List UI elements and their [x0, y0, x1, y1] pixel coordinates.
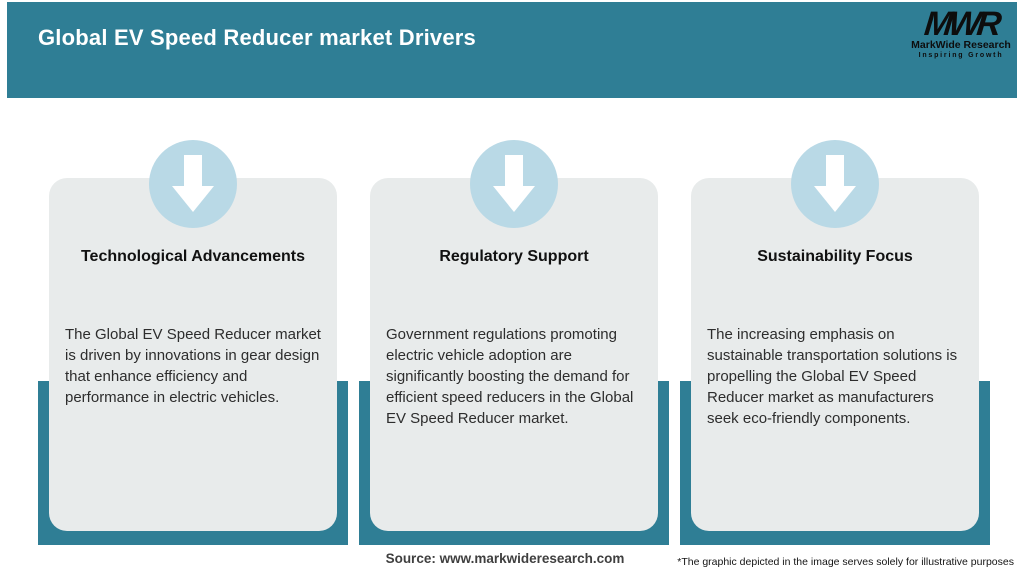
card-title: Technological Advancements [80, 248, 306, 265]
logo-tagline: Inspiring Growth [918, 52, 1004, 59]
card-panel: Technological Advancements The Global EV… [49, 140, 337, 531]
driver-card-sustainability-focus: Sustainability Focus The increasing emph… [680, 140, 990, 545]
header-banner: Global EV Speed Reducer market Drivers [7, 2, 1017, 98]
down-arrow-icon [470, 140, 558, 228]
page-title: Global EV Speed Reducer market Drivers [38, 25, 476, 50]
down-arrow-icon [791, 140, 879, 228]
disclaimer-note: *The graphic depicted in the image serve… [677, 556, 1014, 568]
card-title: Sustainability Focus [757, 248, 913, 265]
card-panel: Regulatory Support Government regulation… [370, 140, 658, 531]
card-panel: Sustainability Focus The increasing emph… [691, 140, 979, 531]
card-title: Regulatory Support [439, 248, 589, 265]
source-attribution: Source: www.markwideresearch.com [385, 551, 625, 566]
logo-name: MarkWide Research [911, 39, 1011, 51]
logo-monogram: MWR [922, 5, 1000, 43]
card-body-text: The increasing emphasis on sustainable t… [707, 326, 958, 427]
down-arrow-icon [149, 140, 237, 228]
driver-cards-row: Technological Advancements The Global EV… [38, 140, 990, 545]
driver-card-technological-advancements: Technological Advancements The Global EV… [38, 140, 348, 545]
card-body-text: Government regulations promoting electri… [386, 326, 634, 427]
card-body-text: The Global EV Speed Reducer market is dr… [65, 326, 321, 406]
markwide-research-logo: MWR MarkWide Research Inspiring Growth [906, 5, 1016, 60]
driver-card-regulatory-support: Regulatory Support Government regulation… [359, 140, 669, 545]
